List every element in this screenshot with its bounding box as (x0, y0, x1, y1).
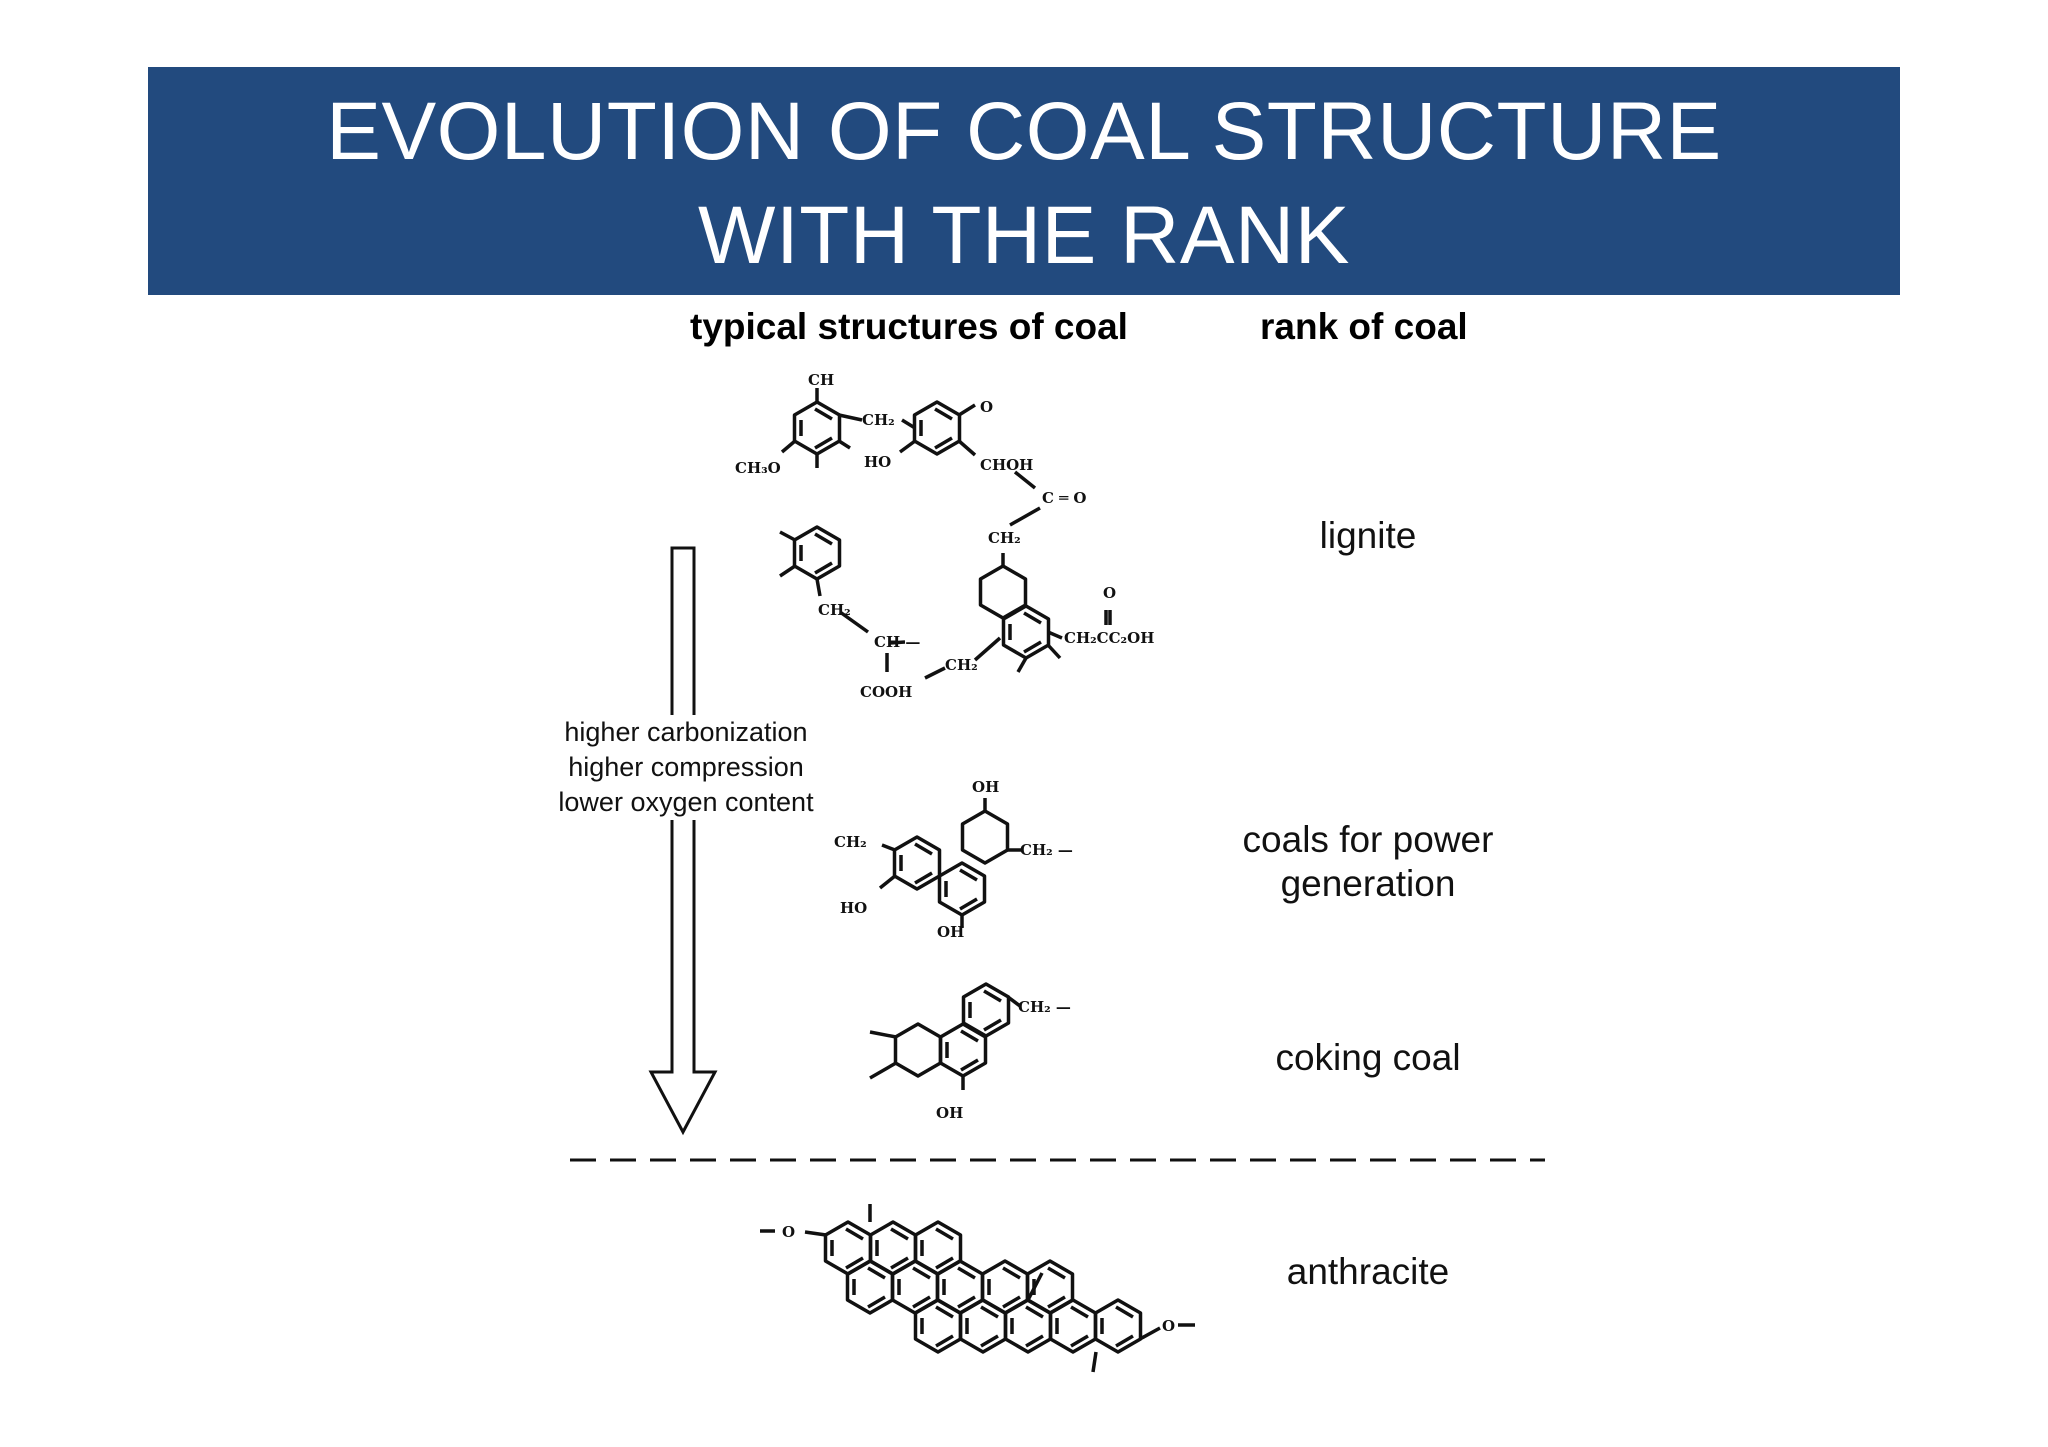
svg-text:CH₂ —: CH₂ — (1018, 998, 1071, 1016)
title-line-1: EVOLUTION OF COAL STRUCTURE (326, 86, 1722, 177)
svg-text:HO: HO (840, 899, 867, 917)
slide-title: EVOLUTION OF COAL STRUCTURE WITH THE RAN… (148, 80, 1900, 288)
svg-text:O: O (1162, 1317, 1175, 1335)
rank-direction-arrow (648, 546, 718, 1136)
process-label-oxygen: lower oxygen content (558, 787, 814, 817)
svg-text:COOH: COOH (860, 683, 912, 701)
lignite-structure: CH CH₂ O CH₃O HO CHOH C ═ O CH₂ CH₂ CH —… (735, 371, 1154, 701)
svg-text:CH₃O: CH₃O (735, 459, 781, 477)
svg-text:O: O (1103, 584, 1116, 602)
title-banner (148, 67, 1900, 295)
svg-text:OH: OH (937, 923, 964, 941)
svg-text:CH₂CC₂OH: CH₂CC₂OH (1064, 629, 1154, 647)
svg-text:CH₂: CH₂ (862, 411, 895, 429)
rank-label-lignite: lignite (1319, 515, 1417, 556)
process-label-carbonization: higher carbonization (564, 717, 808, 747)
process-labels: higher carbonization higher compression … (536, 715, 836, 820)
structures-column-header: typical structures of coal (690, 306, 1128, 347)
svg-text:C ═ O: C ═ O (1042, 489, 1086, 507)
svg-text:CH₂: CH₂ (818, 601, 851, 619)
svg-text:HO: HO (864, 453, 891, 471)
power-coal-structure: OH CH₂ CH₂ — HO OH (834, 778, 1073, 941)
svg-text:OH: OH (972, 778, 999, 796)
svg-text:CH₂: CH₂ (834, 833, 867, 851)
svg-text:O: O (980, 398, 993, 416)
svg-text:CH —: CH — (874, 633, 920, 651)
svg-text:O: O (782, 1223, 795, 1241)
coking-coal-structure: CH₂ — OH (869, 982, 1071, 1122)
rank-label-power: coals for power generation (1242, 819, 1494, 904)
svg-text:CHOH: CHOH (980, 456, 1033, 474)
svg-text:CH₂: CH₂ (988, 529, 1021, 547)
title-line-2: WITH THE RANK (698, 190, 1350, 281)
svg-text:CH₂ —: CH₂ — (1020, 841, 1073, 859)
svg-text:CH: CH (808, 371, 834, 389)
svg-text:OH: OH (936, 1104, 963, 1122)
process-label-compression: higher compression (568, 752, 804, 782)
svg-text:CH₂: CH₂ (945, 656, 978, 674)
anthracite-structure: O O (760, 1204, 1195, 1373)
rank-label-anthracite: anthracite (1286, 1251, 1450, 1292)
rank-label-coking: coking coal (1275, 1037, 1461, 1078)
rank-column-header: rank of coal (1260, 306, 1468, 347)
